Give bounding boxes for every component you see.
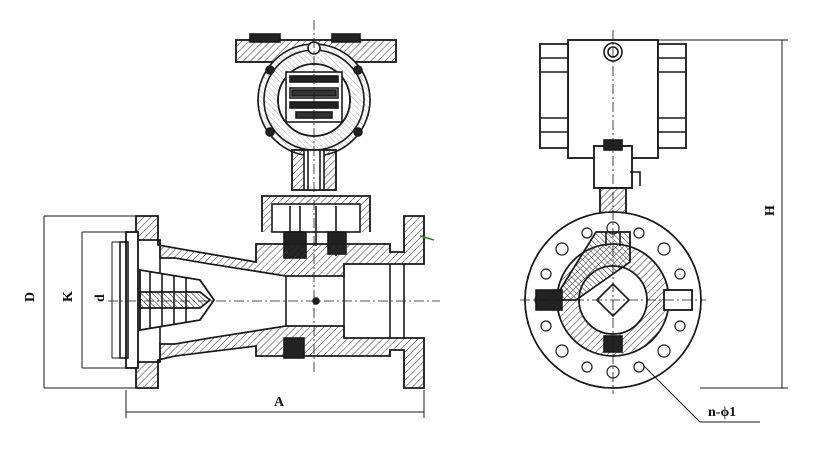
swirler-vanes (139, 269, 215, 331)
label-A: A (274, 395, 285, 410)
pipe-body (119, 215, 435, 389)
centerlines-end (520, 30, 706, 394)
centerlines-side (108, 20, 440, 372)
label-D: D (23, 292, 38, 302)
end-view (520, 30, 788, 423)
label-K: K (61, 291, 76, 302)
dimension-lines-side (43, 215, 425, 418)
label-d: d (93, 294, 108, 302)
converter-head (235, 33, 397, 259)
side-section-view (43, 20, 440, 418)
label-H: H (763, 205, 778, 216)
label-holes: n-ϕ1 (708, 405, 736, 420)
dimension-lines-end (643, 39, 788, 423)
bolt-holes (534, 221, 692, 379)
